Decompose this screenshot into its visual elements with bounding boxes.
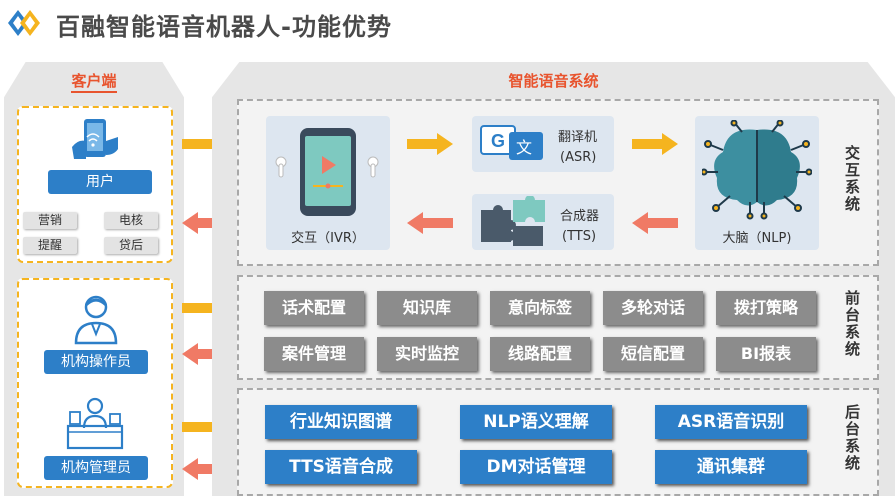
user-chip-post-loan: 贷后 bbox=[104, 237, 158, 254]
page-title: 百融智能语音机器人-功能优势 bbox=[56, 13, 392, 41]
arrow-left-icon bbox=[182, 343, 228, 365]
front-item-realtime-monitor: 实时监控 bbox=[377, 337, 477, 371]
front-item-case-management: 案件管理 bbox=[264, 337, 364, 371]
user-chip-reminder: 提醒 bbox=[23, 237, 77, 254]
asr-label: 翻译机 bbox=[558, 130, 598, 145]
system-panel-title: 智能语音系统 bbox=[508, 72, 599, 90]
tts-label: 合成器 bbox=[560, 209, 600, 224]
phone-icon bbox=[70, 117, 120, 163]
earbud-icon bbox=[366, 156, 380, 182]
manager-desk-icon bbox=[62, 394, 128, 450]
manager-label: 机构管理员 bbox=[44, 456, 148, 480]
asr-abbrev-label: (ASR) bbox=[560, 150, 597, 165]
back-section-title: 后台系统 bbox=[843, 404, 861, 472]
arrow-right-icon bbox=[632, 133, 678, 155]
back-item-tts: TTS语音合成 bbox=[265, 450, 417, 484]
puzzle-icon bbox=[477, 195, 549, 248]
operator-label: 机构操作员 bbox=[44, 350, 148, 374]
svg-text:文: 文 bbox=[516, 138, 532, 157]
back-item-knowledge-graph: 行业知识图谱 bbox=[265, 405, 417, 439]
client-title-text: 客户端 bbox=[71, 72, 117, 93]
operator-person-icon bbox=[72, 293, 120, 345]
brand-logo-icon bbox=[8, 8, 42, 38]
user-label: 用户 bbox=[48, 170, 152, 194]
front-item-line-config: 线路配置 bbox=[490, 337, 590, 371]
front-section-title: 前台系统 bbox=[843, 290, 861, 358]
front-item-sms-config: 短信配置 bbox=[603, 337, 703, 371]
interaction-section-title: 交互系统 bbox=[843, 145, 861, 213]
front-item-intent-tags: 意向标签 bbox=[490, 291, 590, 325]
back-item-asr: ASR语音识别 bbox=[655, 405, 807, 439]
nlp-label: 大脑（NLP) bbox=[722, 231, 792, 246]
tablet-video-icon bbox=[299, 124, 357, 220]
arrow-left-icon bbox=[407, 212, 453, 234]
front-item-script-config: 话术配置 bbox=[264, 291, 364, 325]
tts-abbrev-label: (TTS) bbox=[562, 229, 597, 244]
back-item-dialog-management: DM对话管理 bbox=[460, 450, 612, 484]
user-chip-verification: 电核 bbox=[104, 212, 158, 229]
client-panel-title: 客户端 bbox=[4, 70, 184, 93]
arrow-left-icon bbox=[632, 212, 678, 234]
front-item-knowledge-base: 知识库 bbox=[377, 291, 477, 325]
svg-text:G: G bbox=[491, 131, 505, 151]
ivr-label: 交互（IVR） bbox=[291, 231, 365, 246]
brain-circuit-icon bbox=[700, 119, 813, 220]
back-item-nlp: NLP语义理解 bbox=[460, 405, 612, 439]
translate-icon: G 文 bbox=[479, 120, 551, 166]
arrow-left-icon bbox=[182, 212, 228, 234]
arrow-right-icon bbox=[407, 133, 453, 155]
arrow-left-icon bbox=[182, 458, 228, 480]
back-item-comm-cluster: 通讯集群 bbox=[655, 450, 807, 484]
earbud-icon bbox=[274, 156, 288, 182]
front-item-bi-report: BI报表 bbox=[716, 337, 816, 371]
staff-group bbox=[17, 278, 173, 488]
user-chip-marketing: 营销 bbox=[23, 212, 77, 229]
front-item-dial-strategy: 拨打策略 bbox=[716, 291, 816, 325]
front-item-multi-turn-dialog: 多轮对话 bbox=[603, 291, 703, 325]
